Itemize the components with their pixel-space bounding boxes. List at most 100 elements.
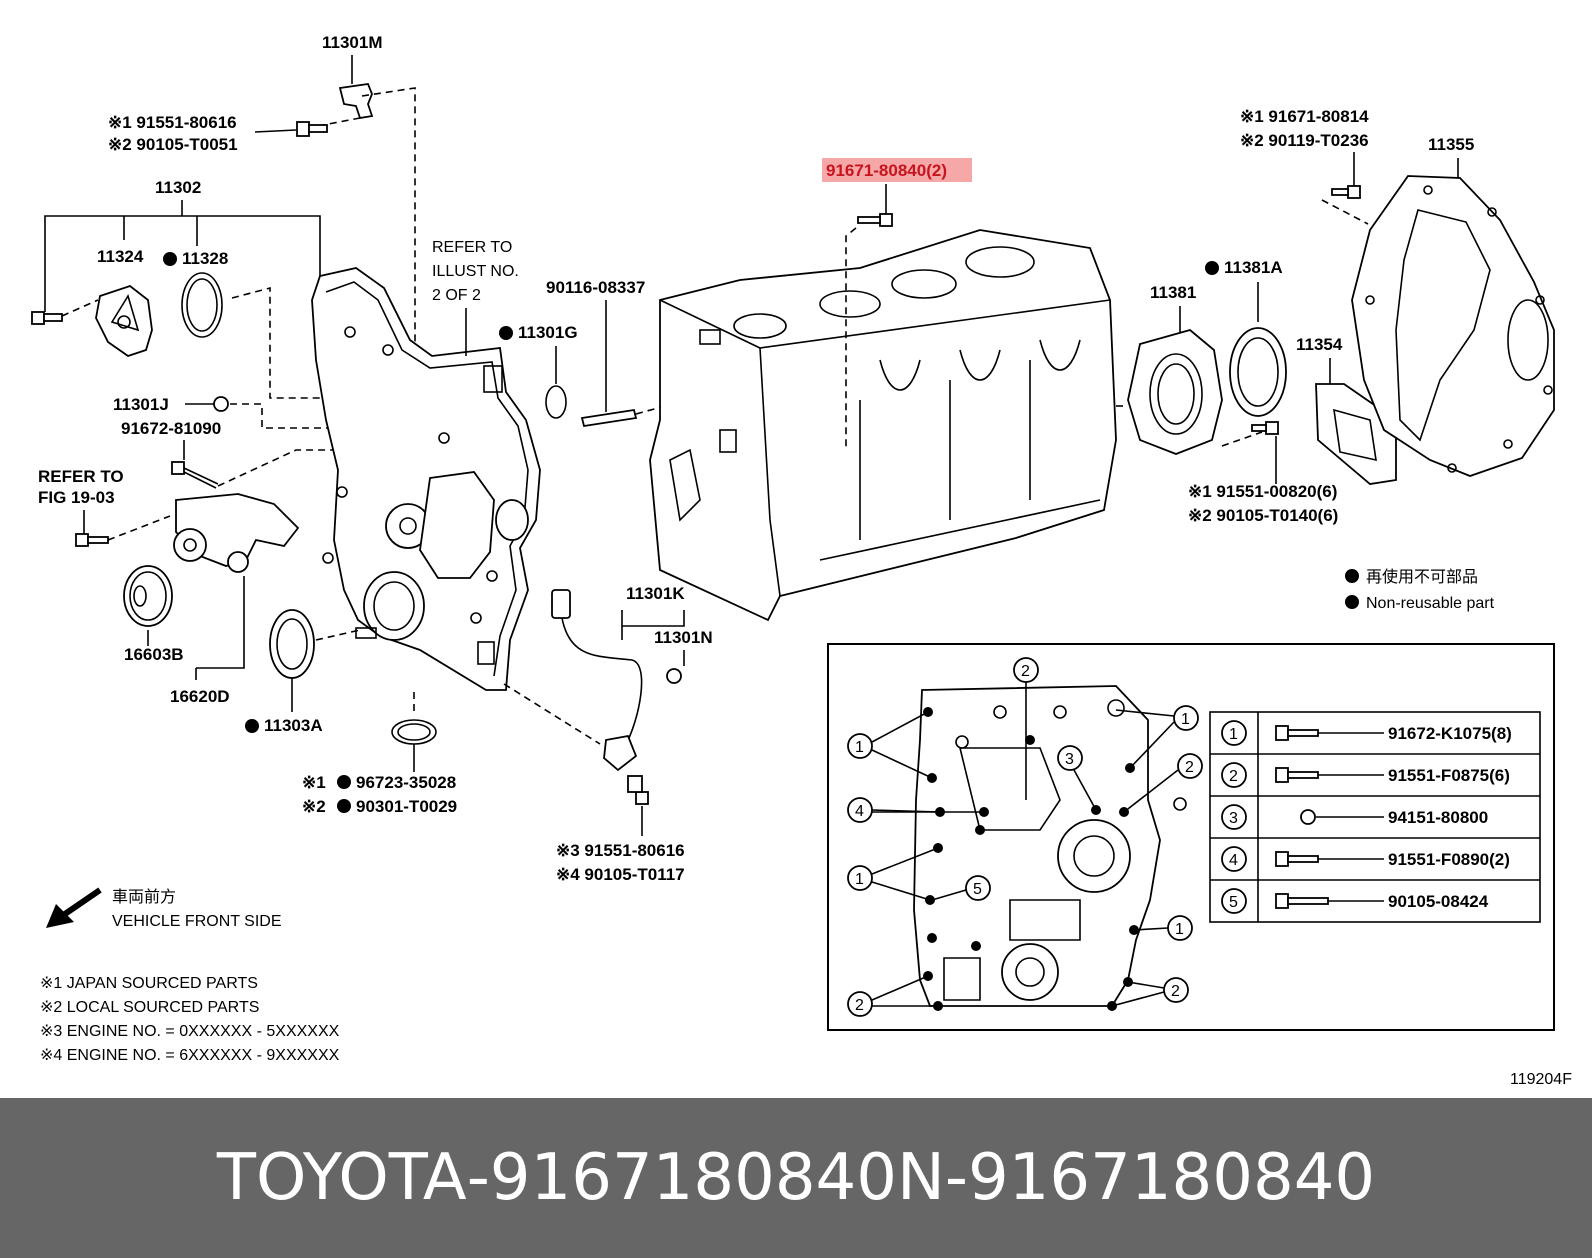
annot-a2-line2: ※2 90119-T0236 bbox=[1240, 131, 1369, 150]
annot-a2-line1: ※1 91671-80814 bbox=[1240, 107, 1369, 126]
annot-a1-line1: ※1 91551-80616 bbox=[108, 113, 237, 132]
figure-code: 119204F bbox=[1510, 1071, 1572, 1088]
bolt-table-part-4: 91551-F0890(2) bbox=[1388, 850, 1510, 869]
label-11301K: 11301K bbox=[626, 584, 685, 603]
inset-callout-2-right-bottom: 2 bbox=[1171, 983, 1180, 1000]
annot-a1-line2: ※2 90105-T0051 bbox=[108, 135, 238, 154]
bolt-part bbox=[1331, 185, 1361, 199]
highlight-box bbox=[822, 158, 972, 182]
label-11354: 11354 bbox=[1296, 335, 1343, 354]
label-11301J: 11301J bbox=[113, 395, 169, 414]
refer-illust-line3: 2 OF 2 bbox=[432, 287, 481, 304]
annot-a3-line2: ※2 90105-T0140(6) bbox=[1188, 506, 1338, 525]
inset-callout-1-right-bottom: 1 bbox=[1175, 921, 1184, 938]
bolt-table-num-4: 4 bbox=[1229, 852, 1238, 869]
footer-sep-2: - bbox=[944, 1141, 968, 1215]
note-4: ※4 ENGINE NO. = 6XXXXXX - 9XXXXXX bbox=[40, 1047, 340, 1064]
label-11328: 11328 bbox=[182, 249, 228, 268]
bolt-part bbox=[1251, 421, 1279, 435]
highlighted-bolt-part[interactable] bbox=[857, 213, 893, 227]
oil-seal-part bbox=[269, 609, 315, 679]
label-11302: 11302 bbox=[155, 178, 201, 197]
bolt-table-part-1: 91672-K1075(8) bbox=[1388, 724, 1512, 743]
legend-jp: 再使用不可部品 bbox=[1366, 568, 1478, 586]
label-11355: 11355 bbox=[1428, 135, 1474, 154]
label-16603B: 16603B bbox=[124, 645, 184, 664]
annot-a5-line2: ※4 90105-T0117 bbox=[556, 865, 685, 884]
label-16620D: 16620D bbox=[170, 687, 230, 706]
inset-callout-1-right-top: 1 bbox=[1181, 711, 1190, 728]
inset-callouts: 2 1 1 3 2 4 1 5 1 2 2 bbox=[847, 657, 1203, 1017]
label-11301G: 11301G bbox=[518, 323, 578, 342]
bolt-table-num-2: 2 bbox=[1229, 768, 1238, 785]
annot-a4-line1-part: 96723-35028 bbox=[356, 773, 456, 792]
label-11301M: 11301M bbox=[322, 33, 383, 52]
inset-callout-2-top: 2 bbox=[1021, 663, 1030, 680]
refer-illust-line2: ILLUST NO. bbox=[432, 263, 519, 280]
note-1: ※1 JAPAN SOURCED PARTS bbox=[40, 975, 258, 992]
inset-callout-2-right: 2 bbox=[1185, 759, 1194, 776]
idler-pulley-part bbox=[123, 565, 173, 627]
inset-frame bbox=[827, 643, 1555, 1031]
parts-diagram: 11301M ※1 91551-80616 ※2 90105-T0051 113… bbox=[31, 33, 1572, 1088]
direction-en: VEHICLE FRONT SIDE bbox=[112, 913, 282, 930]
crank-sensor-part bbox=[551, 589, 643, 772]
direction-jp: 車両前方 bbox=[112, 888, 176, 906]
annot-a4-line2-mark: ※2 bbox=[302, 797, 326, 816]
idler-bracket-part bbox=[95, 284, 153, 357]
label-11303A: 11303A bbox=[264, 716, 323, 735]
footer-sep-1: - bbox=[466, 1141, 490, 1215]
inset-callout-2-left-bottom: 2 bbox=[855, 997, 864, 1014]
label-11381A: 11381A bbox=[1224, 258, 1283, 277]
long-bolt-part bbox=[171, 461, 219, 489]
oring-part bbox=[545, 385, 567, 419]
annot-a3-line1: ※1 91551-00820(6) bbox=[1188, 482, 1337, 501]
annot-a5-line1: ※3 91551-80616 bbox=[556, 841, 685, 860]
inset-cover-outline bbox=[913, 685, 1187, 1007]
footer-brand: TOYOTA bbox=[216, 1141, 467, 1215]
stud-bolt-part bbox=[580, 408, 638, 428]
bolt-table: 1 91672-K1075(8) 2 91551-F0875(6) 3 9415… bbox=[1209, 711, 1541, 923]
bolt-table-num-1: 1 bbox=[1229, 726, 1238, 743]
label-91672-81090: 91672-81090 bbox=[121, 419, 221, 438]
footer-title: TOYOTA - 9167180840 N - 9167180840 bbox=[0, 1098, 1592, 1258]
annot-a4-line2-part: 90301-T0029 bbox=[356, 797, 457, 816]
note-3: ※3 ENGINE NO. = 0XXXXXX - 5XXXXXX bbox=[40, 1023, 340, 1040]
inset-callout-4: 4 bbox=[855, 803, 864, 820]
bolt-part bbox=[31, 311, 63, 325]
oring-part bbox=[181, 272, 223, 338]
bolt-table-part-3: 94151-80800 bbox=[1388, 808, 1488, 827]
cylinder-block-part bbox=[649, 229, 1117, 622]
annot-a4-line1-mark: ※1 bbox=[302, 773, 326, 792]
note-2: ※2 LOCAL SOURCED PARTS bbox=[40, 999, 259, 1016]
inset-callout-3: 3 bbox=[1065, 751, 1074, 768]
label-11381: 11381 bbox=[1150, 283, 1196, 302]
bolt-table-part-5: 90105-08424 bbox=[1388, 892, 1489, 911]
front-direction-arrow-icon bbox=[46, 887, 102, 928]
bolt-table-part-2: 91551-F0875(6) bbox=[1388, 766, 1510, 785]
inset-callout-1-left-top: 1 bbox=[855, 739, 864, 756]
bolt-table-num-5: 5 bbox=[1229, 894, 1238, 911]
label-highlighted-part: 91671-80840(2) bbox=[826, 161, 947, 180]
label-11301N: 11301N bbox=[654, 628, 713, 647]
bolt-part bbox=[627, 775, 649, 805]
tensioner-part bbox=[173, 493, 300, 573]
label-90116-08337: 90116-08337 bbox=[546, 278, 645, 297]
bolt-part bbox=[296, 121, 328, 137]
refer-fig-line1: REFER TO bbox=[38, 467, 124, 486]
cam-sensor-part bbox=[338, 83, 374, 120]
footer-part-number-2: 9167180840 bbox=[967, 1141, 1376, 1215]
refer-illust-line1: REFER TO bbox=[432, 239, 512, 256]
inset-callout-5: 5 bbox=[973, 881, 982, 898]
bolt-part bbox=[75, 533, 109, 547]
legend-en: Non-reusable part bbox=[1366, 595, 1495, 612]
oil-seal-retainer-part bbox=[1127, 329, 1223, 455]
rear-oil-seal-part bbox=[1229, 327, 1287, 417]
bolt-table-num-3: 3 bbox=[1229, 810, 1238, 827]
end-plate-part bbox=[1351, 175, 1555, 477]
timing-chain-cover-part bbox=[311, 267, 541, 691]
footer-bar: TOYOTA - 9167180840 N - 9167180840 bbox=[0, 1098, 1592, 1258]
inset-callout-1-left-mid: 1 bbox=[855, 871, 864, 888]
refer-fig-line2: FIG 19-03 bbox=[38, 488, 115, 507]
footer-part-number: 9167180840 bbox=[489, 1141, 897, 1215]
